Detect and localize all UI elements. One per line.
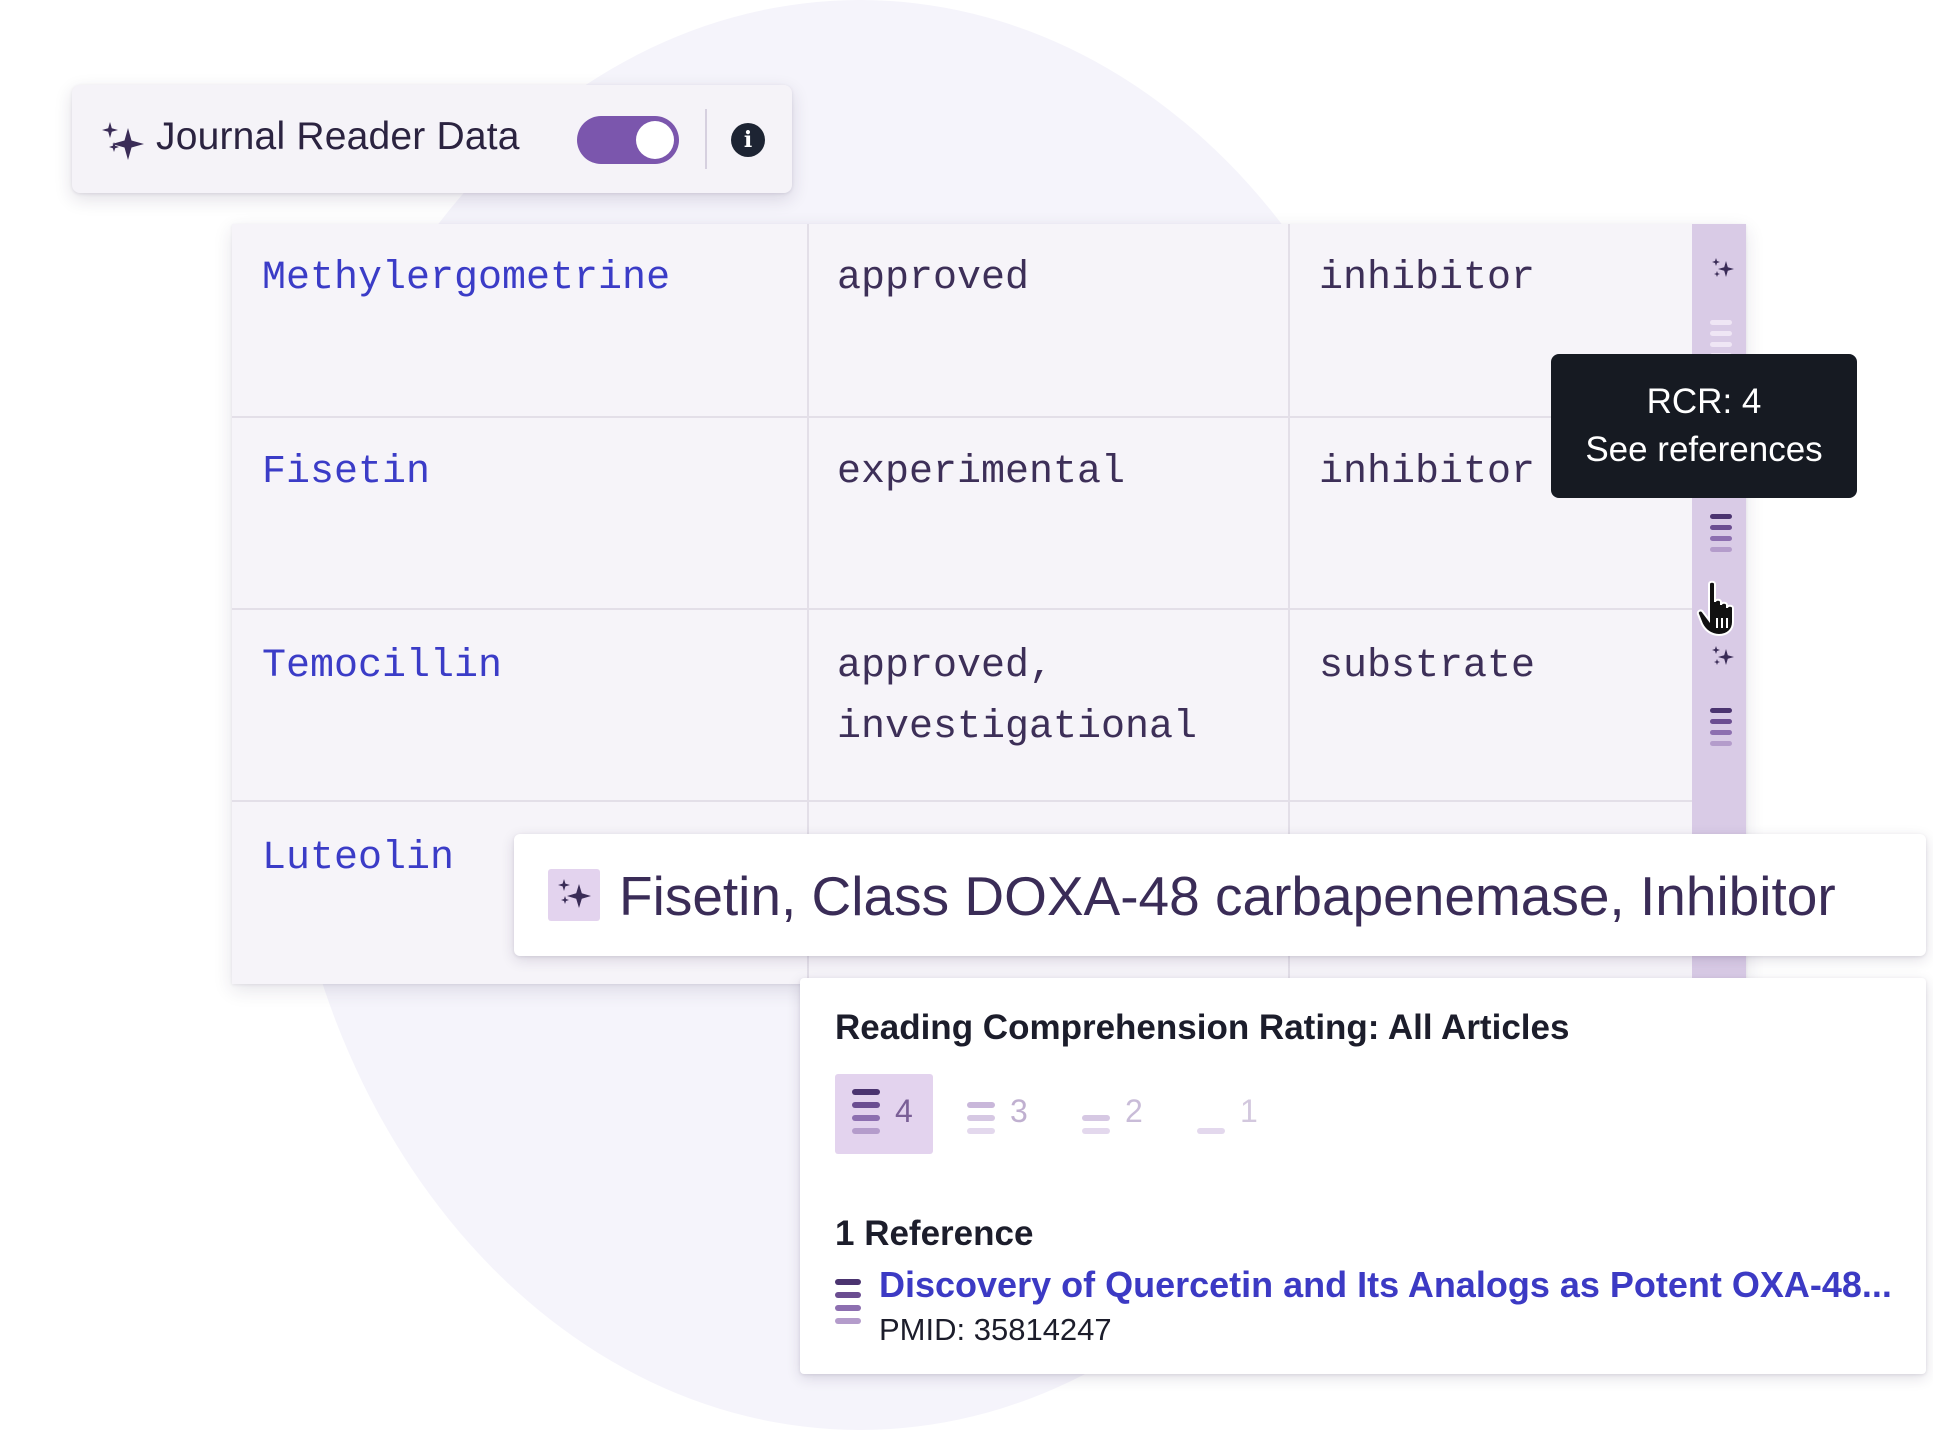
drug-status: approved,: [837, 644, 1054, 689]
rcr-bars-icon: [835, 1279, 861, 1324]
column-divider: [807, 224, 809, 984]
tooltip-rcr: RCR: 4: [1646, 382, 1762, 421]
rcr-bars-icon: [1197, 1128, 1225, 1134]
rcr-bars-icon: [852, 1089, 880, 1134]
info-icon[interactable]: i: [731, 123, 765, 157]
rating-value: 3: [1010, 1093, 1028, 1129]
rating-option-3[interactable]: 3: [950, 1074, 1048, 1154]
rating-option-1[interactable]: 1: [1180, 1074, 1278, 1154]
drug-name[interactable]: Methylergometrine: [262, 256, 671, 301]
column-divider: [1288, 224, 1290, 984]
sparkle-icon[interactable]: [1710, 644, 1736, 670]
rating-value: 1: [1240, 1093, 1258, 1129]
journal-reader-toggle[interactable]: [577, 116, 679, 164]
rcr-bars-icon: [967, 1102, 995, 1134]
drug-name[interactable]: Temocillin: [262, 644, 503, 689]
rating-option-2[interactable]: 2: [1065, 1074, 1163, 1154]
sparkle-icon[interactable]: [1710, 256, 1736, 282]
divider: [705, 109, 707, 169]
sparkle-chip: [548, 869, 600, 921]
reading-comprehension-panel: Reading Comprehension Rating: All Articl…: [800, 978, 1926, 1374]
rcr-tooltip: RCR: 4 See references: [1551, 354, 1857, 498]
drug-status: experimental: [837, 450, 1126, 495]
selection-title-bar: Fisetin, Class DOXA-48 carbapenemase, In…: [514, 834, 1926, 956]
reference-pmid: PMID: 35814247: [879, 1312, 1112, 1347]
drug-status: approved: [837, 256, 1030, 301]
drug-action: inhibitor: [1319, 256, 1536, 301]
table-row: [232, 416, 1692, 610]
tooltip-see-references[interactable]: See references: [1585, 430, 1823, 469]
drug-action: substrate: [1319, 644, 1536, 689]
rcr-bars-icon[interactable]: [1710, 514, 1734, 554]
table-row: [232, 608, 1692, 802]
drug-status-line2: investigational: [837, 705, 1198, 750]
drug-name[interactable]: Fisetin: [262, 450, 431, 495]
reference-count: 1 Reference: [835, 1214, 1034, 1253]
sparkle-icon: [558, 879, 591, 908]
hand-cursor-icon: [1696, 580, 1734, 637]
rating-option-4[interactable]: 4: [835, 1074, 933, 1154]
detail-title: Fisetin, Class DOXA-48 carbapenemase, In…: [619, 865, 1836, 927]
journal-reader-toggle-card: Journal Reader Data i: [72, 85, 792, 193]
rcr-bars-icon: [1082, 1115, 1110, 1134]
rcr-bars-icon[interactable]: [1710, 708, 1734, 748]
drug-name[interactable]: Luteolin: [262, 836, 455, 881]
rating-heading: Reading Comprehension Rating: All Articl…: [835, 1008, 1570, 1047]
toggle-knob: [636, 121, 674, 159]
sparkle-icon: [102, 122, 144, 160]
rating-value: 2: [1125, 1093, 1143, 1129]
reference-link[interactable]: Discovery of Quercetin and Its Analogs a…: [879, 1264, 1892, 1305]
panel-title: Journal Reader Data: [156, 115, 520, 158]
rating-value: 4: [895, 1093, 913, 1129]
drug-action: inhibitor: [1319, 450, 1536, 495]
table-row: [232, 800, 1692, 994]
